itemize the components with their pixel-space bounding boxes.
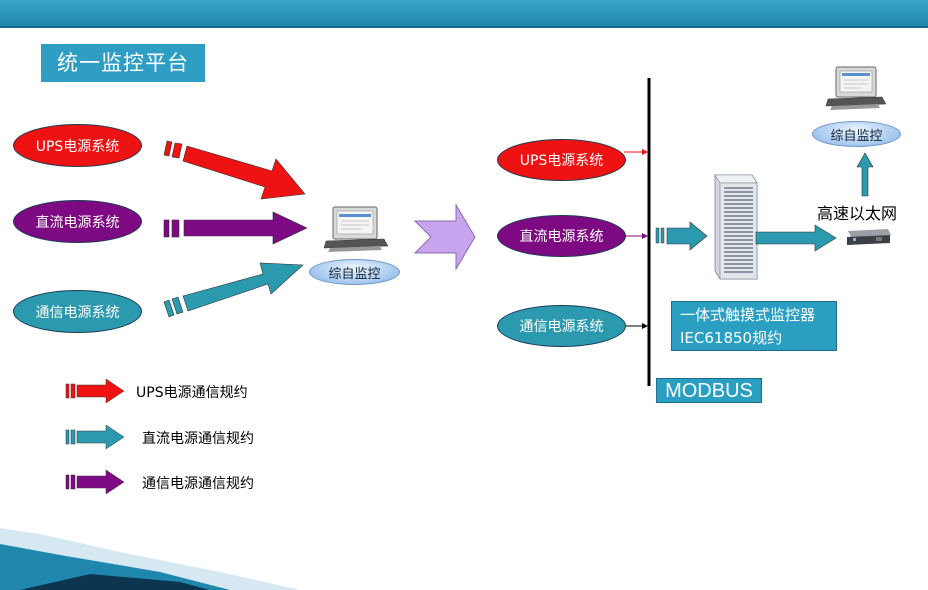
arrow-bus-to-monitor	[655, 221, 708, 251]
cabinet-slot	[724, 263, 753, 265]
cabinet-slot	[724, 247, 753, 249]
cabinet-slot	[724, 187, 753, 189]
arrow-telecom-to-monitor	[163, 262, 304, 318]
cabinet-slot	[724, 223, 753, 225]
left-system-telecom: 通信电源系统	[13, 290, 142, 333]
arrow-ups-to-monitor	[163, 140, 306, 200]
network-label: 高速以太网	[817, 204, 898, 223]
cabinet-slot	[724, 227, 753, 229]
left-system-dc-label: 直流电源系统	[35, 214, 120, 231]
top-banner	[0, 0, 928, 28]
monitor-device-box: 一体式触摸式监控器 IEC61850规约	[671, 301, 837, 351]
cabinet-slot	[724, 207, 753, 209]
legend-arrow-ups	[65, 378, 125, 404]
cabinet-slot	[724, 203, 753, 205]
connector-dc	[624, 233, 648, 239]
cabinet-slot	[724, 235, 753, 237]
cabinet-slot	[724, 251, 753, 253]
connector-ups	[624, 149, 648, 155]
cabinet-slot	[724, 195, 753, 197]
monitor-device-protocol: IEC61850规约	[680, 329, 783, 347]
arrow-switch-to-top-monitor	[856, 152, 874, 197]
right-system-ups-label: UPS电源系统	[519, 153, 604, 169]
cabinet-slots	[724, 187, 753, 273]
computer-icon-left	[323, 206, 389, 252]
cabinet-slot	[724, 267, 753, 269]
page-title: 统一监控平台	[41, 44, 205, 82]
cabinet-slot	[724, 255, 753, 257]
right-system-telecom: 通信电源系统	[497, 305, 626, 347]
cabinet-slot	[724, 271, 753, 273]
transition-arrow	[413, 203, 476, 271]
left-system-dc: 直流电源系统	[13, 200, 142, 243]
network-switch-icon	[847, 229, 891, 245]
right-system-dc-label: 直流电源系统	[519, 229, 604, 245]
legend-ups: UPS电源通信规约	[136, 385, 248, 401]
top-monitor-text: 综自监控	[830, 128, 883, 144]
legend-arrow-dc	[65, 424, 125, 450]
connector-telecom	[624, 323, 648, 329]
arrow-monitor-to-switch	[755, 224, 837, 252]
right-system-dc: 直流电源系统	[497, 215, 626, 257]
cabinet-slot	[724, 215, 753, 217]
left-system-ups-label: UPS电源系统	[35, 138, 120, 155]
cabinet-slot	[724, 231, 753, 233]
cabinet-slot	[724, 243, 753, 245]
corner-swoosh	[0, 528, 300, 590]
cabinet-slot	[724, 219, 753, 221]
modbus-label: MODBUS	[656, 378, 762, 403]
arrow-dc-to-monitor	[163, 211, 308, 245]
monitor-device-name: 一体式触摸式监控器	[680, 306, 816, 324]
cabinet-slot	[724, 199, 753, 201]
computer-icon-top-right	[825, 66, 887, 110]
left-system-telecom-label: 通信电源系统	[35, 304, 120, 321]
left-monitor-label: 综自监控	[309, 259, 400, 285]
right-system-ups: UPS电源系统	[497, 139, 626, 181]
left-system-ups: UPS电源系统	[13, 124, 142, 167]
cabinet-slot	[724, 239, 753, 241]
legend-arrow-telecom	[65, 469, 125, 495]
legend-telecom: 通信电源通信规约	[142, 476, 254, 492]
left-monitor-text: 综自监控	[328, 266, 381, 282]
top-monitor-label: 综自监控	[812, 121, 901, 147]
right-system-telecom-label: 通信电源系统	[519, 319, 604, 335]
legend-dc: 直流电源通信规约	[142, 431, 254, 447]
cabinet-slot	[724, 259, 753, 261]
cabinet-slot	[724, 211, 753, 213]
cabinet-slot	[724, 191, 753, 193]
